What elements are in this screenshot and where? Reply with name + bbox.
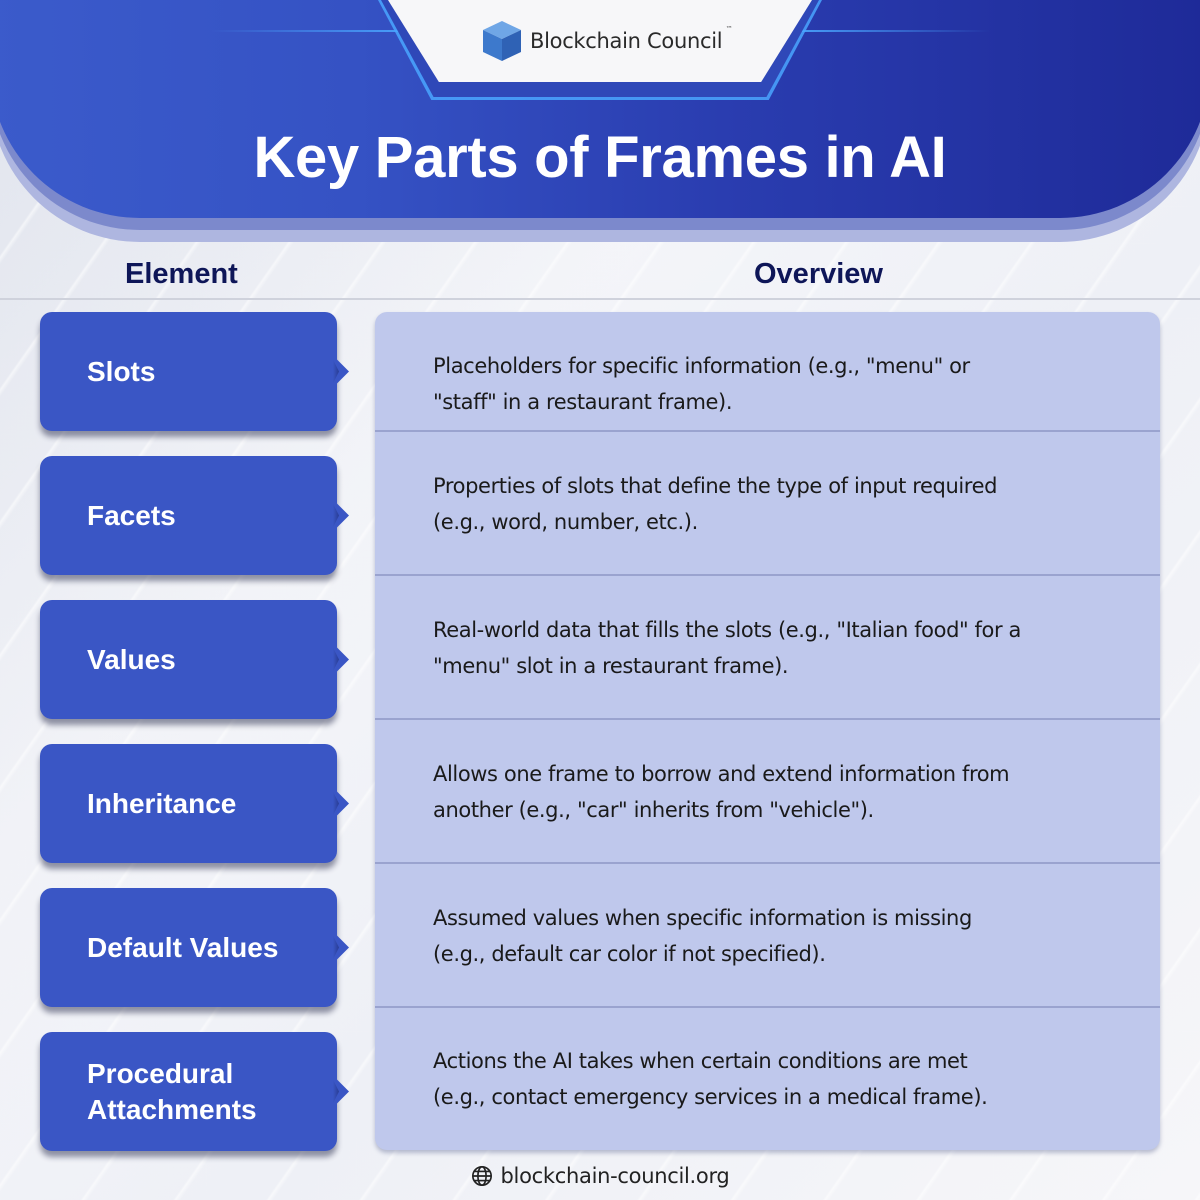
decorative-line [210, 30, 420, 32]
overview-row: Assumed values when specific information… [375, 862, 1160, 1008]
decorative-line [780, 30, 990, 32]
element-label: Slots [87, 355, 156, 387]
overview-text: Actions the AI takes when certain condit… [433, 1049, 988, 1109]
logo-tab [388, 0, 812, 82]
element-label: Values [87, 643, 176, 675]
overview-text: Assumed values when specific information… [433, 906, 972, 966]
overview-row: Allows one frame to borrow and extend in… [375, 718, 1160, 864]
arrow-shade [333, 791, 339, 816]
element-card-facets: Facets [40, 456, 349, 575]
overview-text: Properties of slots that define the type… [433, 474, 998, 534]
page-title: Key Parts of Frames in AI [253, 125, 947, 190]
element-card-values: Values [40, 600, 349, 719]
column-header-element: Element [125, 258, 238, 290]
blue-cube-icon [483, 21, 521, 61]
arrow-shade [333, 647, 339, 672]
column-header-overview: Overview [754, 258, 883, 290]
overview-text: Real-world data that fills the slots (e.… [433, 618, 1021, 678]
element-card-default-values: Default Values [40, 888, 349, 1007]
element-label: Facets [87, 499, 176, 531]
footer: blockchain-council.org [0, 1164, 1200, 1188]
overview-panel: Placeholders for specific information (e… [375, 312, 1160, 1150]
divider [0, 298, 1200, 300]
overview-row: Actions the AI takes when certain condit… [375, 1006, 1160, 1150]
overview-text: Allows one frame to borrow and extend in… [433, 762, 1010, 822]
arrow-shade [333, 935, 339, 960]
element-card-slots: Slots [40, 312, 349, 431]
arrow-shade [333, 503, 339, 528]
element-label: Procedural Attachments [87, 1057, 257, 1125]
globe-icon [471, 1166, 492, 1186]
element-card-procedural-attachments: Procedural Attachments [40, 1032, 349, 1151]
overview-row: Placeholders for specific information (e… [375, 312, 1160, 456]
website-link[interactable]: blockchain-council.org [500, 1164, 730, 1188]
arrow-shade [333, 1079, 339, 1104]
element-label: Inheritance [87, 787, 237, 819]
overview-row: Real-world data that fills the slots (e.… [375, 574, 1160, 720]
trademark-symbol: ™ [725, 25, 733, 33]
overview-row: Properties of slots that define the type… [375, 430, 1160, 576]
element-card-inheritance: Inheritance [40, 744, 349, 863]
overview-text: Placeholders for specific information (e… [433, 354, 970, 414]
element-label: Default Values [87, 931, 279, 963]
arrow-shade [333, 359, 339, 384]
